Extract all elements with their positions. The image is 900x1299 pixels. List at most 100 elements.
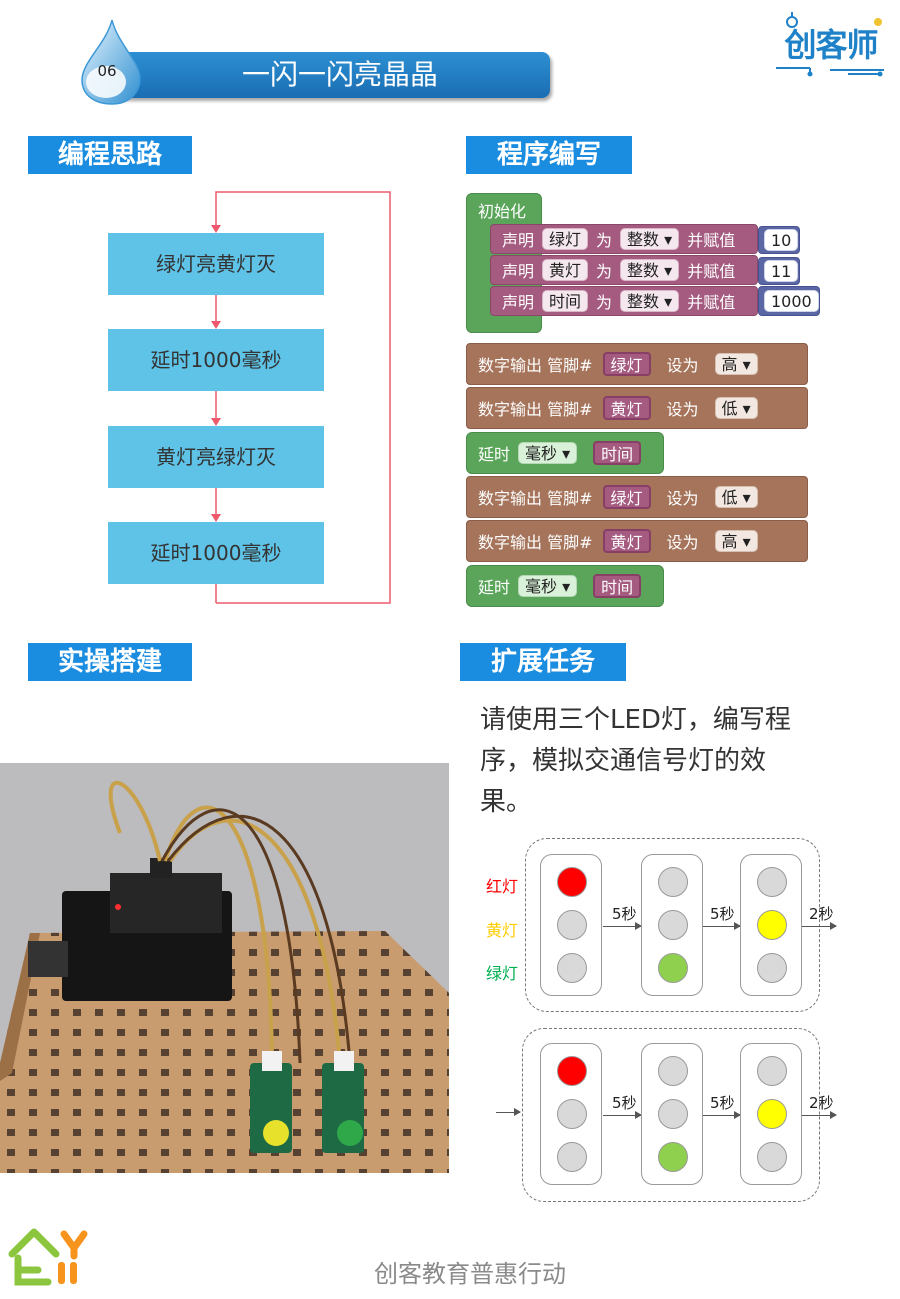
extend-task-text: 请使用三个LED灯，编写程序，模拟交通信号灯的效果。	[480, 705, 791, 817]
flow-step-3: 黄灯亮绿灯灭	[108, 426, 324, 488]
red-lamp-off	[757, 1056, 787, 1086]
yellow-lamp-on	[757, 1099, 787, 1129]
declare-label: 声明	[502, 262, 535, 281]
digital-out-label: 数字输出 管脚#	[478, 400, 593, 419]
green-lamp-on	[658, 953, 688, 983]
duration-label: 5秒	[612, 905, 637, 923]
unit-dropdown[interactable]: 毫秒 ▾	[518, 442, 578, 464]
set-to-label: 设为	[666, 400, 699, 419]
red-light-label: 红灯	[486, 877, 519, 896]
traffic-light-1	[540, 854, 602, 996]
arrow-3	[802, 922, 837, 930]
delay-label: 延时	[478, 578, 511, 597]
footer-slogan: 创客教育普惠行动	[374, 1260, 566, 1288]
assign-label: 并赋值	[687, 262, 736, 281]
as-label: 为	[596, 231, 613, 250]
duration-label: 2秒	[809, 905, 834, 923]
set-to-label: 设为	[666, 533, 699, 552]
arduino-board-illustration	[0, 763, 449, 1173]
section-code: 程序编写	[466, 136, 632, 174]
set-to-label: 设为	[666, 356, 699, 375]
red-lamp-on	[557, 1056, 587, 1086]
red-lamp-off	[757, 867, 787, 897]
var-name-input[interactable]: 黄灯	[542, 259, 589, 281]
arrow-5	[703, 1111, 741, 1119]
green-light-label: 绿灯	[486, 964, 519, 983]
water-drop-icon	[81, 19, 141, 105]
traffic-light-5	[641, 1043, 703, 1185]
pin-var[interactable]: 绿灯	[602, 485, 651, 509]
assign-label: 并赋值	[687, 231, 736, 250]
value-input-3[interactable]: 1000	[764, 290, 819, 312]
arrow-6	[802, 1111, 837, 1119]
value-input-2[interactable]: 11	[764, 260, 799, 282]
level-dropdown[interactable]: 低 ▾	[714, 397, 758, 419]
flowchart-loop-lines	[211, 191, 391, 604]
duration-label: 2秒	[809, 1094, 834, 1112]
page-title: 一闪一闪亮晶晶	[241, 58, 438, 91]
logo-text: 创客师	[784, 26, 878, 64]
init-label: 初始化	[478, 202, 527, 221]
delay-var[interactable]: 时间	[593, 441, 642, 465]
footer-logo-icon	[8, 1228, 88, 1286]
traffic-light-6	[740, 1043, 802, 1185]
level-dropdown[interactable]: 高 ▾	[714, 353, 758, 375]
traffic-light-2	[641, 854, 703, 996]
level-dropdown[interactable]: 低 ▾	[714, 486, 758, 508]
type-dropdown[interactable]: 整数 ▾	[620, 290, 680, 312]
type-dropdown[interactable]: 整数 ▾	[620, 228, 680, 250]
flow-step-2: 延时1000毫秒	[108, 329, 324, 391]
set-to-label: 设为	[666, 489, 699, 508]
delay-var[interactable]: 时间	[593, 574, 642, 598]
section-build: 实操搭建	[28, 643, 192, 681]
green-lamp-off	[557, 1142, 587, 1172]
duration-label: 5秒	[612, 1094, 637, 1112]
green-lamp-off	[557, 953, 587, 983]
traffic-light-4	[540, 1043, 602, 1185]
red-lamp-on	[557, 867, 587, 897]
red-lamp-off	[658, 867, 688, 897]
red-lamp-off	[658, 1056, 688, 1086]
arrow-1	[603, 922, 642, 930]
delay-label: 延时	[478, 445, 511, 464]
pin-var[interactable]: 绿灯	[602, 352, 651, 376]
digital-out-label: 数字输出 管脚#	[478, 489, 593, 508]
var-name-input[interactable]: 绿灯	[542, 228, 589, 250]
unit-dropdown[interactable]: 毫秒 ▾	[518, 575, 578, 597]
pin-var[interactable]: 黄灯	[602, 396, 651, 420]
yellow-lamp-off	[658, 1099, 688, 1129]
traffic-light-3	[740, 854, 802, 996]
section-idea: 编程思路	[28, 136, 192, 174]
digital-out-label: 数字输出 管脚#	[478, 533, 593, 552]
yellow-lamp-off	[557, 910, 587, 940]
yellow-lamp-off	[557, 1099, 587, 1129]
digital-out-label: 数字输出 管脚#	[478, 356, 593, 375]
flow-step-4: 延时1000毫秒	[108, 522, 324, 584]
var-name-input[interactable]: 时间	[542, 290, 589, 312]
declare-label: 声明	[502, 293, 535, 312]
duration-label: 5秒	[710, 1094, 735, 1112]
flow-step-1: 绿灯亮黄灯灭	[108, 233, 324, 295]
yellow-light-label: 黄灯	[486, 921, 519, 940]
pin-var[interactable]: 黄灯	[602, 529, 651, 553]
green-lamp-on	[658, 1142, 688, 1172]
sequence-group-1	[525, 838, 820, 1012]
type-dropdown[interactable]: 整数 ▾	[620, 259, 680, 281]
green-lamp-off	[757, 1142, 787, 1172]
yellow-lamp-off	[658, 910, 688, 940]
page-number: 06	[97, 62, 117, 80]
arrow-in	[496, 1108, 521, 1116]
arrow-4	[603, 1111, 642, 1119]
level-dropdown[interactable]: 高 ▾	[714, 530, 758, 552]
declare-label: 声明	[502, 231, 535, 250]
yellow-lamp-on	[757, 910, 787, 940]
build-photo	[0, 763, 449, 1173]
arrow-2	[703, 922, 741, 930]
as-label: 为	[596, 293, 613, 312]
green-lamp-off	[757, 953, 787, 983]
value-input-1[interactable]: 10	[764, 229, 799, 251]
section-extend: 扩展任务	[460, 643, 626, 681]
title-banner	[98, 52, 550, 98]
as-label: 为	[596, 262, 613, 281]
duration-label: 5秒	[710, 905, 735, 923]
